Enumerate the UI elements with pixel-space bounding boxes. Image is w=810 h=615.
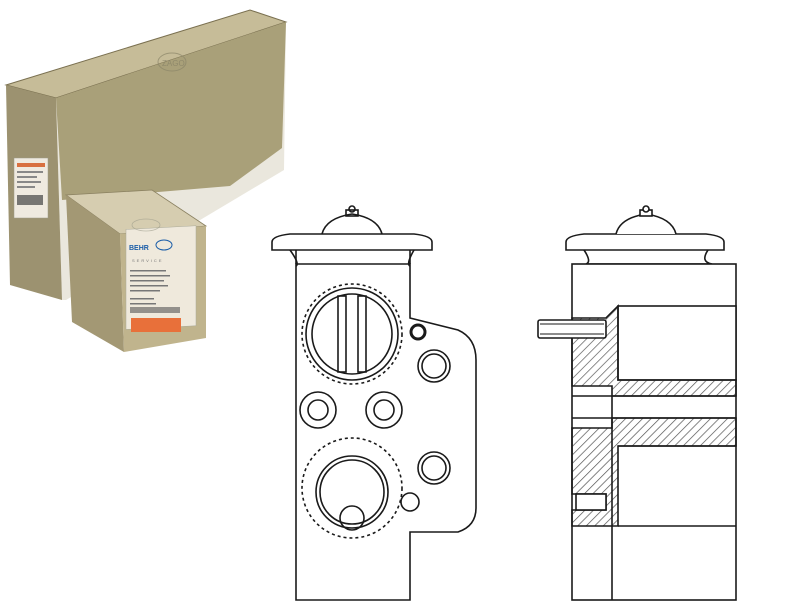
large-box-logo-text: ZAGO	[162, 59, 185, 68]
service-text: SERVICE	[132, 258, 164, 263]
valve-section-view-drawing	[537, 205, 737, 601]
small-cardboard-box: BEHR SERVICE	[64, 189, 208, 352]
valve-front-view-drawing	[271, 205, 477, 601]
behr-logo: BEHR	[129, 245, 149, 252]
